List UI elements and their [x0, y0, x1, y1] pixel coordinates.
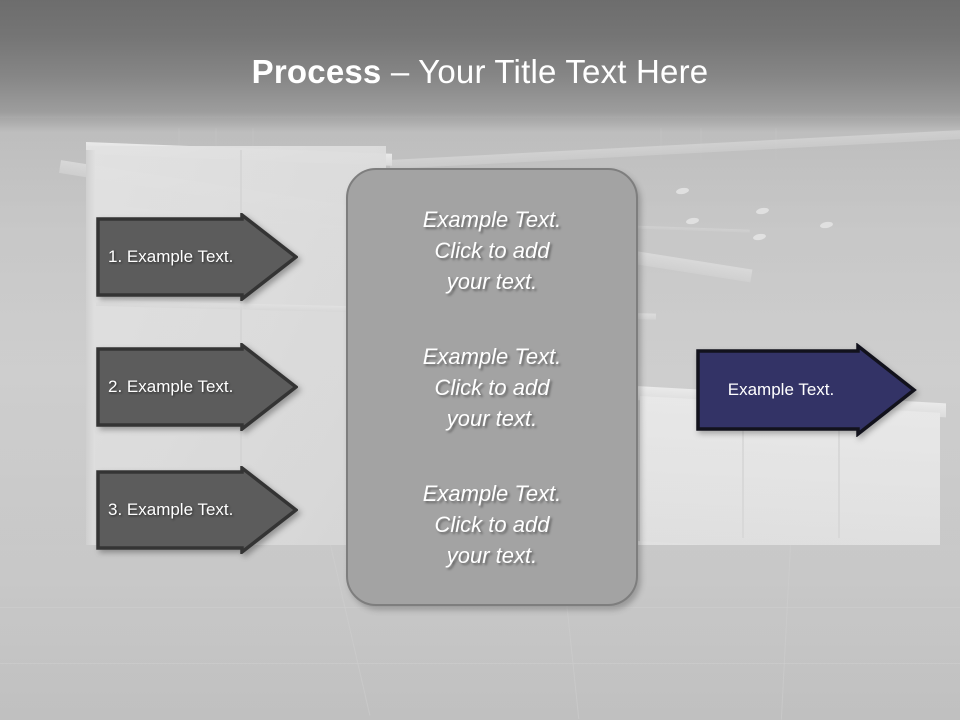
floor-tile-line	[0, 607, 960, 608]
ceiling-rib	[178, 128, 180, 160]
panel-text-block-3: Example Text. Click to add your text.	[422, 480, 562, 568]
ceiling-rib	[215, 128, 217, 160]
step-arrow-shape	[96, 466, 298, 554]
panel-text-block-1: Example Text. Click to add your text.	[422, 206, 562, 294]
panel-text-block-2: Example Text. Click to add your text.	[422, 343, 562, 431]
floor-tile-line	[780, 544, 791, 720]
result-arrow-shape	[696, 343, 917, 437]
step-arrow-shape	[96, 343, 298, 431]
step-arrow-shape	[96, 213, 298, 301]
center-content-panel[interactable]: Example Text. Click to add your text. Ex…	[346, 168, 638, 606]
floor-tile-line	[0, 663, 960, 664]
step-arrow-1[interactable]: 1. Example Text.	[96, 213, 298, 301]
ceiling-rib	[252, 128, 254, 160]
left-wall-edge	[86, 150, 95, 616]
result-arrow[interactable]: Example Text.	[695, 343, 917, 437]
step-arrow-3[interactable]: 3. Example Text.	[96, 466, 298, 554]
page-title-bold: Process	[251, 53, 382, 90]
counter-seam	[742, 398, 744, 538]
page-title-rest: – Your Title Text Here	[381, 53, 709, 90]
page-title: Process – Your Title Text Here	[0, 52, 960, 92]
counter-seam	[838, 398, 840, 538]
ceiling-rib	[660, 128, 662, 160]
step-arrow-2[interactable]: 2. Example Text.	[96, 343, 298, 431]
title-band	[0, 0, 960, 132]
